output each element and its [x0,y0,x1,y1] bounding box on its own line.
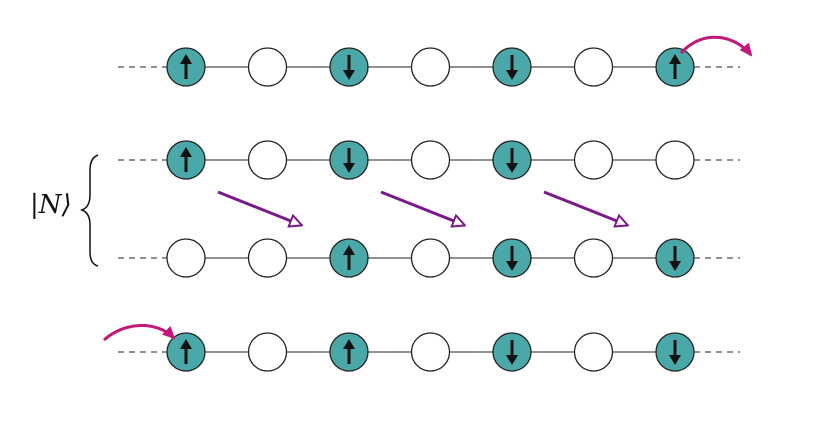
site-empty [247,47,288,87]
lattice-row-top [118,47,740,87]
site-spin-up [329,332,369,372]
spin-arrowhead-icon [506,70,518,80]
spin-arrowhead-icon [343,163,355,173]
site-empty [573,47,614,87]
site-empty [573,140,614,180]
site-empty [410,332,451,372]
spin-arrowhead-icon [180,339,192,349]
hopping-arrows [217,190,627,225]
site-empty [410,238,451,278]
site-spin-down [329,140,369,180]
hop-arrow [380,190,464,225]
site-empty [410,47,451,87]
site-empty [247,140,288,180]
spin-arrowhead-icon [180,147,192,157]
site-empty [655,140,695,180]
lattice-row-lower-middle [118,238,740,278]
site-spin-up [166,47,206,87]
incoming-curved-arrow [102,324,176,342]
site-empty [573,332,614,372]
spin-arrowhead-icon [669,54,681,64]
state-label: |N⟩ [30,190,72,220]
site-spin-up [655,47,695,87]
spin-arrowhead-icon [180,54,192,64]
hop-arrow [543,190,627,225]
site-spin-down [655,238,695,278]
spin-arrowhead-icon [669,261,681,271]
site-empty [247,332,288,372]
outgoing-curved-arrow [679,35,753,57]
spin-arrowhead-icon [506,355,518,365]
lattice-row-bottom [118,332,740,372]
site-empty [410,140,451,180]
spin-arrowhead-icon [343,245,355,255]
boundary-arrows [102,35,753,342]
site-spin-down [492,140,532,180]
spin-arrowhead-icon [343,70,355,80]
site-empty [247,238,288,278]
lattice-row-upper-middle [118,140,740,180]
spin-arrowhead-icon [506,163,518,173]
site-empty [166,238,206,278]
site-spin-down [655,332,695,372]
site-spin-down [492,238,532,278]
spin-arrowhead-icon [343,339,355,349]
site-spin-down [492,47,532,87]
site-spin-up [166,140,206,180]
site-spin-down [329,47,369,87]
spin-arrowhead-icon [506,261,518,271]
site-spin-up [166,332,206,372]
site-spin-up [329,238,369,278]
spin-arrowhead-icon [669,355,681,365]
site-empty [573,238,614,278]
hop-arrow [217,190,301,225]
site-spin-down [492,332,532,372]
lattice-rows [118,47,740,372]
curly-brace [79,154,99,267]
